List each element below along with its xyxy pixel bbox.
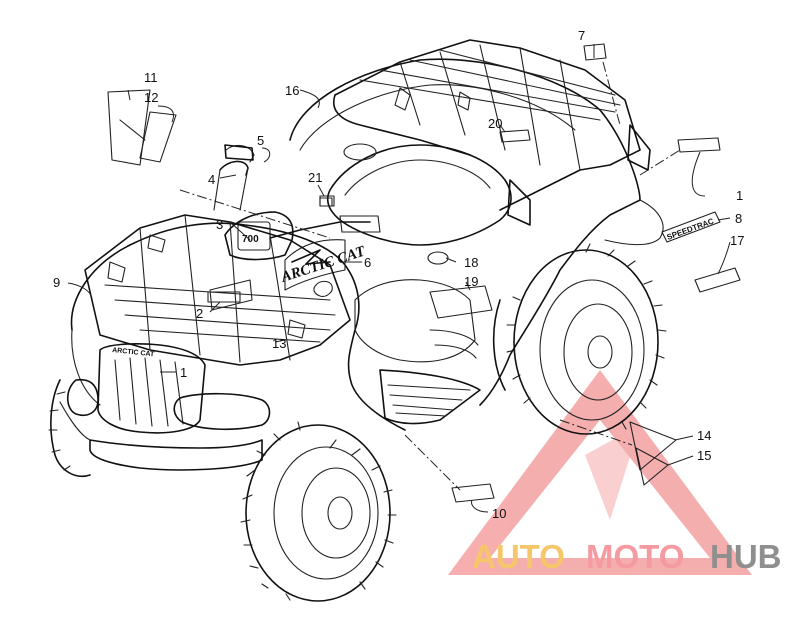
callout-5: 5	[257, 133, 264, 148]
callout-labels: 1 1 2 3 4 5 6 7 8 9 10 11 12 13 14 15 16…	[53, 28, 744, 521]
callout-2: 2	[196, 306, 203, 321]
rear-left-wheel	[492, 299, 506, 391]
callout-13: 13	[272, 336, 286, 351]
callout-3: 3	[216, 217, 223, 232]
callout-21: 21	[308, 170, 322, 185]
callout-1-top: 1	[736, 188, 743, 203]
leader-lines	[67, 44, 731, 513]
watermark-auto: AUTO	[472, 538, 565, 575]
callout-18: 18	[464, 255, 478, 270]
callout-15: 15	[697, 448, 711, 463]
callout-10: 10	[492, 506, 506, 521]
front-right-wheel	[48, 379, 91, 477]
brand-logo-icon	[291, 249, 331, 265]
callout-8: 8	[735, 211, 742, 226]
fender-brand-text: ARCTIC CAT	[278, 243, 368, 286]
watermark-moto: MOTO	[586, 538, 684, 575]
callout-1-front: 1	[180, 365, 187, 380]
callout-19: 19	[464, 274, 478, 289]
callout-17: 17	[730, 233, 744, 248]
callout-20: 20	[488, 116, 502, 131]
callout-16: 16	[285, 83, 299, 98]
rear-right-wheel	[506, 243, 667, 435]
callout-11: 11	[144, 70, 158, 85]
watermark-logo: AUTO MOTO HUB	[472, 538, 782, 575]
front-rack	[84, 214, 351, 366]
side-badge-text: SPEEDTRAC	[666, 216, 716, 241]
callout-12: 12	[144, 90, 158, 105]
watermark-triangle-icon	[448, 370, 752, 575]
console-number-text: 700	[242, 234, 259, 245]
callout-6: 6	[364, 255, 371, 270]
callout-14: 14	[697, 428, 711, 443]
front-left-wheel	[240, 421, 397, 602]
callout-4: 4	[208, 172, 215, 187]
hood-badge-text: ARCTIC CAT	[112, 347, 155, 358]
callout-7: 7	[578, 28, 585, 43]
watermark-hub: HUB	[710, 538, 782, 575]
callout-9: 9	[53, 275, 60, 290]
rear-rack	[333, 39, 651, 226]
